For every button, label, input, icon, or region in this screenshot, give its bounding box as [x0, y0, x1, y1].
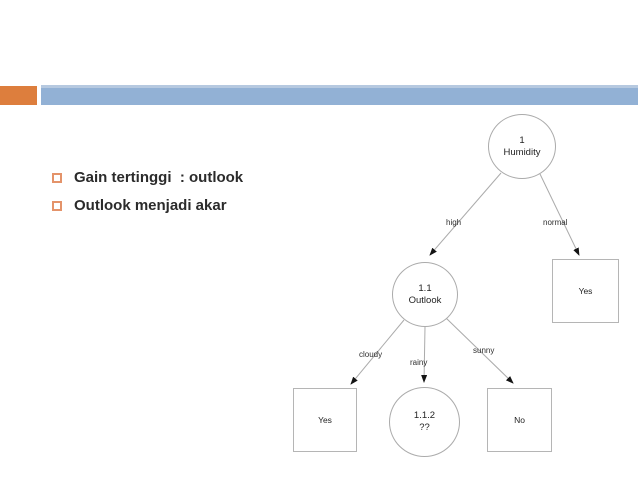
list-item: Gain tertinggi : outlook: [52, 168, 243, 187]
node-number: 1: [519, 134, 525, 146]
edge-label-normal: normal: [543, 218, 568, 227]
header-blue-bar: [41, 85, 638, 105]
edge-label-high: high: [446, 218, 462, 227]
edge-sunny-line: [445, 317, 514, 384]
edge-label-cloudy: cloudy: [359, 350, 383, 359]
tree-leaf-no: No: [487, 388, 552, 452]
node-label: Humidity: [503, 146, 541, 158]
edge-label-rainy: rainy: [410, 358, 428, 367]
header-orange-block: [0, 86, 37, 105]
bullet-list: Gain tertinggi : outlook Outlook menjadi…: [52, 168, 243, 224]
edge-normal-line: [539, 173, 580, 256]
node-label: ??: [419, 422, 430, 433]
edge-high-line: [429, 172, 502, 256]
edge-rainy-line: [421, 326, 428, 383]
list-item: Outlook menjadi akar: [52, 196, 243, 215]
edge-cloudy-line: [350, 319, 405, 385]
tree-node-humidity: 1 Humidity: [488, 114, 556, 179]
bullet-text-akar: Outlook menjadi akar: [74, 197, 227, 214]
node-label: Outlook: [408, 294, 442, 306]
bullet-square-icon: [52, 201, 62, 211]
tree-node-outlook: 1.1 Outlook: [392, 262, 458, 327]
tree-leaf-yes-cloudy: Yes: [293, 388, 357, 452]
leaf-label: Yes: [318, 415, 332, 425]
bullet-text-gain: Gain tertinggi : outlook: [74, 169, 244, 186]
leaf-label: No: [514, 415, 525, 425]
edge-label-sunny: sunny: [473, 346, 495, 355]
node-number: 1.1.2: [413, 410, 436, 421]
leaf-label: Yes: [578, 286, 593, 296]
node-number: 1.1: [418, 282, 432, 294]
tree-leaf-yes-normal: Yes: [552, 259, 619, 323]
tree-node-unknown: 1.1.2 ??: [389, 387, 460, 457]
bullet-square-icon: [52, 173, 62, 183]
